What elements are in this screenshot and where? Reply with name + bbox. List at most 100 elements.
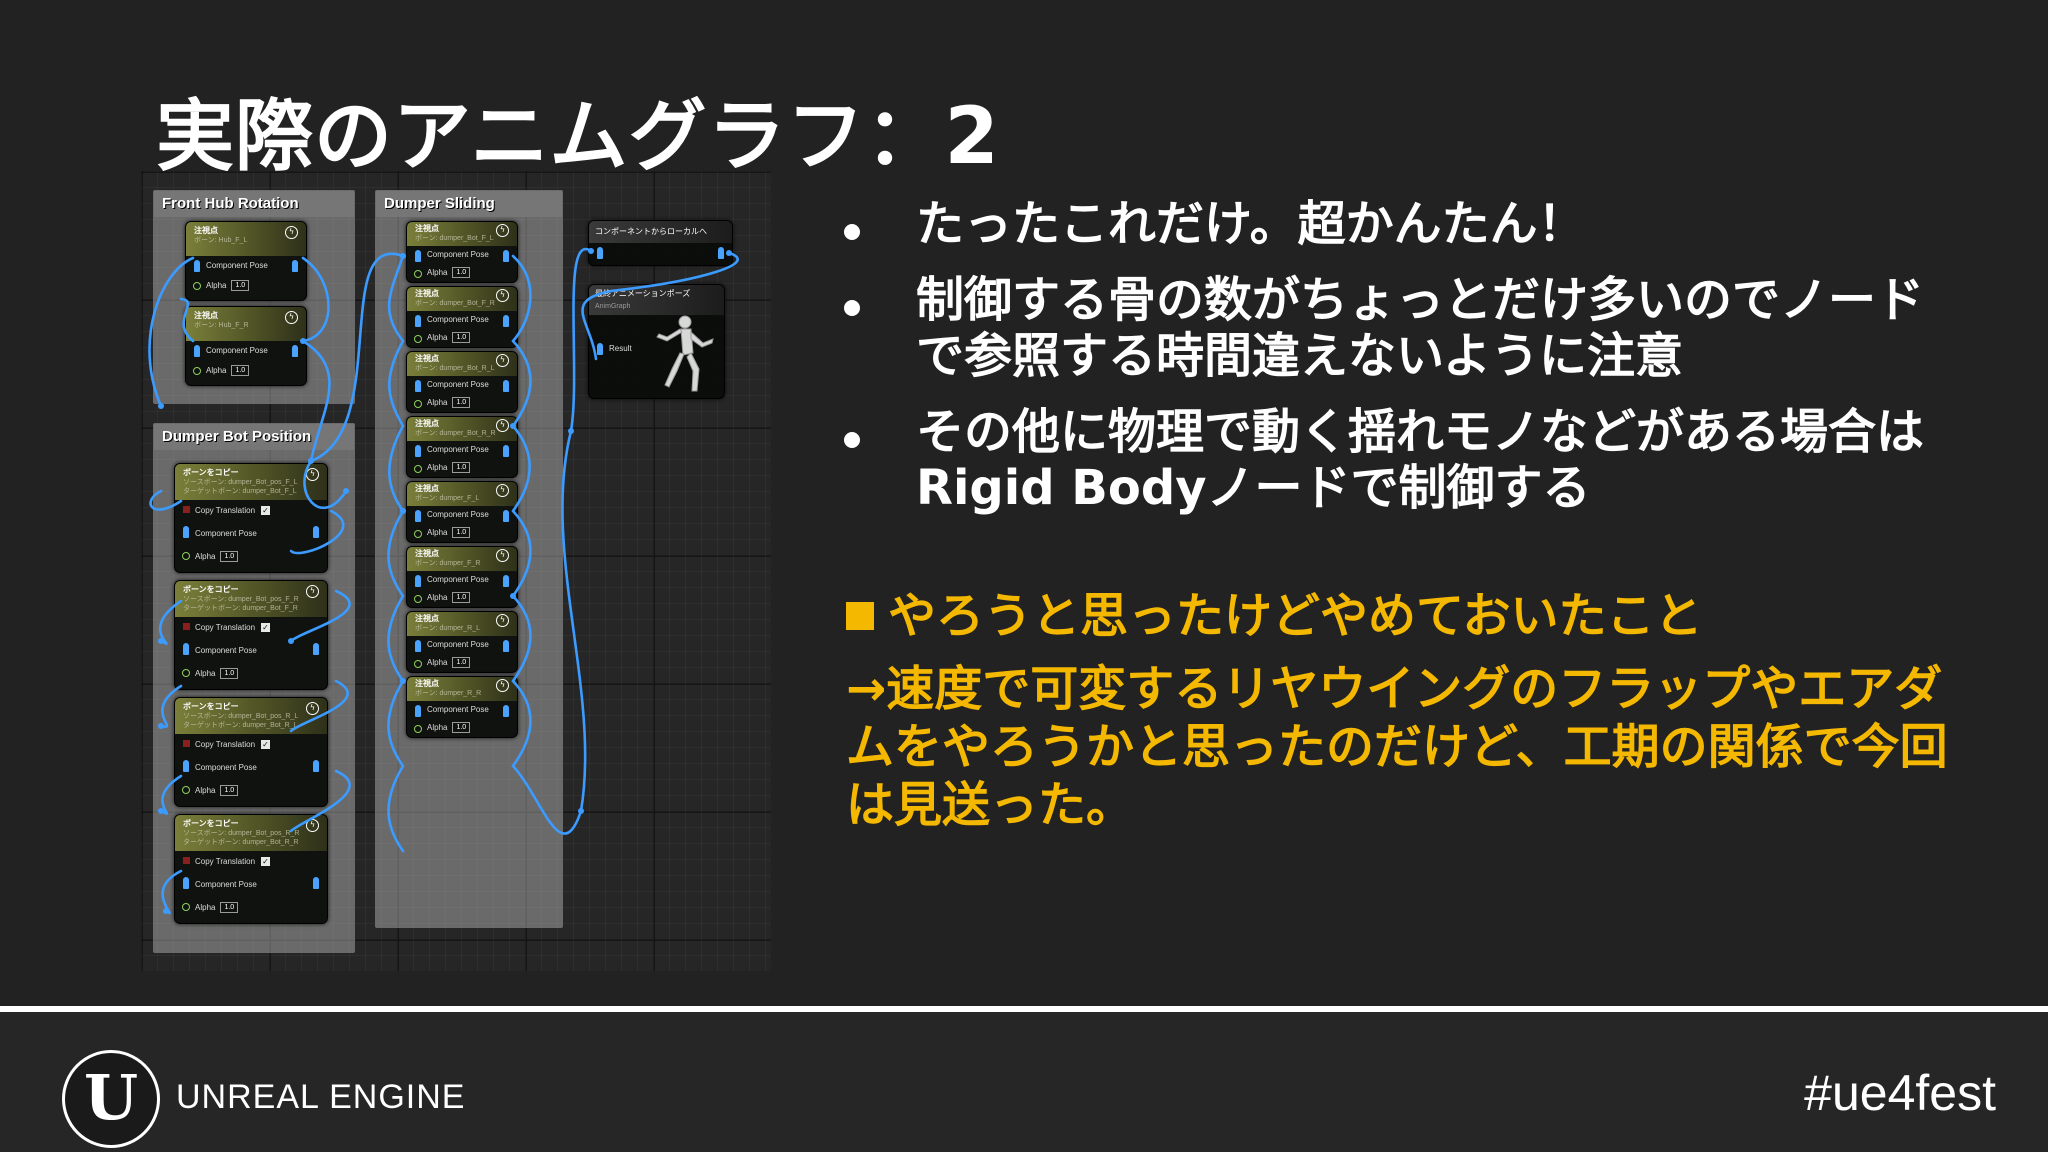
alpha-value-field[interactable]: 1.0 bbox=[231, 280, 250, 292]
alpha-value-field[interactable]: 1.0 bbox=[452, 397, 471, 409]
alpha-value-field[interactable]: 1.0 bbox=[220, 785, 239, 797]
pin-label: Alpha bbox=[427, 463, 448, 472]
pose-pin-icon bbox=[597, 343, 603, 355]
node-title: 注視点 bbox=[415, 354, 439, 363]
alpha-value-field[interactable]: 1.0 bbox=[220, 551, 239, 563]
anim-graph-screenshot: Front Hub Rotation Dumper Sliding Dumper… bbox=[141, 171, 771, 971]
node-title: 注視点 bbox=[415, 614, 439, 623]
node-subtitle: ボーン: dumper_R_R bbox=[415, 690, 482, 697]
pin-component-pose[interactable]: Component Pose bbox=[175, 873, 327, 897]
pin-copy-translation[interactable]: Copy Translation✓ bbox=[175, 500, 327, 522]
pin-copy-translation[interactable]: Copy Translation✓ bbox=[175, 851, 327, 873]
alpha-value-field[interactable]: 1.0 bbox=[452, 722, 471, 734]
node-header: 最終アニメーションポーズ AnimGraph bbox=[589, 285, 724, 315]
pose-pin-icon bbox=[313, 643, 319, 655]
node-subtitle: ボーン: Hub_F_R bbox=[194, 322, 249, 329]
lookat-node[interactable]: 注視点 ボーン: dumper_Bot_R_L ϟ Component Pose… bbox=[406, 351, 518, 413]
pin-copy-translation[interactable]: Copy Translation ✓ bbox=[175, 734, 327, 756]
lookat-node[interactable]: 注視点 ボーン: dumper_R_R ϟ Component Pose Alp… bbox=[406, 676, 518, 738]
pin-component-pose[interactable]: Component Pose bbox=[407, 441, 517, 459]
output-pose-node[interactable]: 最終アニメーションポーズ AnimGraph Result bbox=[588, 284, 725, 399]
copy-bone-node[interactable]: ボーンをコピー ソースボーン: dumper_Bot_pos_F_R ターゲット… bbox=[174, 580, 328, 690]
pin-alpha[interactable]: Alpha 1.0 bbox=[407, 459, 517, 477]
lookat-node[interactable]: 注視点 ボーン: dumper_F_R ϟ Component Pose Alp… bbox=[406, 546, 518, 608]
pin-label: Alpha bbox=[427, 398, 448, 407]
mannequin-icon bbox=[656, 315, 714, 392]
lookat-node[interactable]: 注視点 ボーン: dumper_Bot_F_L ϟ Component Pose… bbox=[406, 221, 518, 283]
node-header: 注視点 ボーン: dumper_F_R ϟ bbox=[407, 547, 517, 571]
checkbox[interactable]: ✓ bbox=[261, 506, 271, 516]
copy-bone-node[interactable]: ボーンをコピー ソースボーン: dumper_Bot_pos_R_R ターゲット… bbox=[174, 814, 328, 924]
alpha-value-field[interactable]: 1.0 bbox=[220, 902, 239, 914]
component-to-local-node[interactable]: コンポーネントからローカルへ bbox=[588, 220, 733, 266]
pin-component-pose[interactable]: Component Pose bbox=[407, 311, 517, 329]
pose-pin-icon bbox=[503, 575, 509, 587]
pose-pin-icon bbox=[415, 640, 421, 652]
pin-component-pose[interactable]: Component Pose bbox=[407, 636, 517, 654]
lookat-node[interactable]: 注視点 ボーン: dumper_F_L ϟ Component Pose Alp… bbox=[406, 481, 518, 543]
lookat-node[interactable]: 注視点 ボーン: dumper_Bot_F_R ϟ Component Pose… bbox=[406, 286, 518, 348]
node-header: 注視点 ボーン: dumper_Bot_R_R ϟ bbox=[407, 417, 517, 441]
node-subtitle: ソースボーン: dumper_Bot_pos_R_R bbox=[183, 830, 300, 837]
pin-component-pose[interactable]: Component Pose bbox=[186, 256, 306, 276]
node-title: 注視点 bbox=[415, 419, 439, 428]
checkbox[interactable]: ✓ bbox=[261, 740, 271, 750]
node-subtitle: ボーン: dumper_F_R bbox=[415, 560, 481, 567]
alpha-value-field[interactable]: 1.0 bbox=[231, 365, 250, 377]
pin-label: Copy Translation bbox=[195, 740, 256, 749]
pin-component-pose[interactable]: Component Pose bbox=[407, 376, 517, 394]
pin-label: Component Pose bbox=[427, 705, 489, 714]
pin-alpha[interactable]: Alpha 1.0 bbox=[407, 394, 517, 412]
pose-pin-icon bbox=[415, 705, 421, 717]
node-title: ボーンをコピー bbox=[183, 702, 239, 711]
alpha-value-field[interactable]: 1.0 bbox=[452, 527, 471, 539]
checkbox[interactable]: ✓ bbox=[261, 857, 271, 867]
pose-pin-icon bbox=[292, 260, 298, 272]
checkbox[interactable]: ✓ bbox=[261, 623, 271, 633]
pin-alpha[interactable]: Alpha 1.0 bbox=[186, 361, 306, 381]
lookat-node[interactable]: 注視点 ボーン: dumper_R_L ϟ Component Pose Alp… bbox=[406, 611, 518, 673]
copy-bone-node[interactable]: ボーンをコピー ソースボーン: dumper_Bot_pos_F_L ターゲット… bbox=[174, 463, 328, 573]
bullet-text: たったこれだけ。超かんたん！ bbox=[916, 196, 1586, 252]
pin-copy-translation[interactable]: Copy Translation✓ bbox=[175, 617, 327, 639]
alpha-value-field[interactable]: 1.0 bbox=[452, 657, 471, 669]
alpha-value-field[interactable]: 1.0 bbox=[220, 668, 239, 680]
alpha-value-field[interactable]: 1.0 bbox=[452, 592, 471, 604]
pose-pin-icon bbox=[503, 315, 509, 327]
node-title: 注視点 bbox=[194, 311, 218, 320]
pin-component-pose[interactable]: Component Pose bbox=[407, 701, 517, 719]
pin-component-pose[interactable]: Component Pose bbox=[407, 246, 517, 264]
pin-component-pose[interactable]: Component Pose bbox=[407, 571, 517, 589]
copy-bone-node[interactable]: ボーンをコピー ソースボーン: dumper_Bot_pos_R_L ターゲット… bbox=[174, 697, 328, 807]
pose-pin-icon bbox=[503, 510, 509, 522]
pin-component-pose[interactable]: Component Pose bbox=[175, 756, 327, 780]
pose-pin-icon bbox=[183, 877, 189, 889]
alpha-value-field[interactable]: 1.0 bbox=[452, 462, 471, 474]
pin-label: Alpha bbox=[206, 366, 227, 375]
alpha-value-field[interactable]: 1.0 bbox=[452, 332, 471, 344]
float-pin-icon bbox=[414, 530, 422, 538]
alpha-value-field[interactable]: 1.0 bbox=[452, 267, 471, 279]
node-subtitle: ボーン: dumper_Bot_F_R bbox=[415, 300, 495, 307]
pin-result[interactable]: Result bbox=[589, 339, 632, 359]
pose-pin-icon bbox=[183, 526, 189, 538]
lookat-node[interactable]: 注視点 ボーン: dumper_Bot_R_R ϟ Component Pose… bbox=[406, 416, 518, 478]
pin-component-pose[interactable]: Component Pose bbox=[407, 506, 517, 524]
pin-component-pose[interactable]: Component Pose bbox=[175, 522, 327, 546]
pin-component-pose[interactable]: Component Pose bbox=[186, 341, 306, 361]
pin-component-pose[interactable]: Component Pose bbox=[175, 639, 327, 663]
node-title: ボーンをコピー bbox=[183, 585, 239, 594]
pose-pin-icon bbox=[415, 315, 421, 327]
